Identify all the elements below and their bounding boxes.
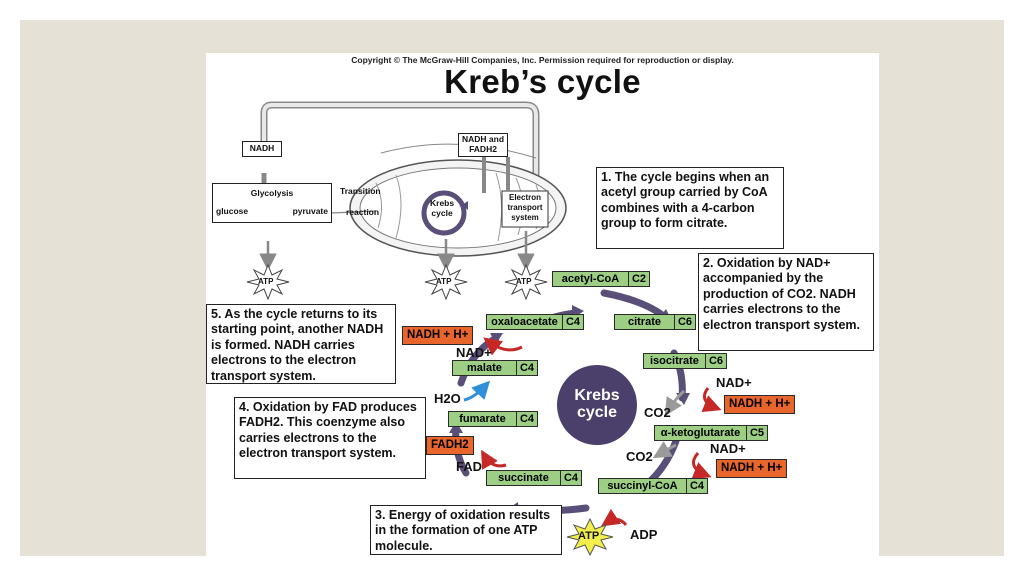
- glucose-label: glucose: [216, 206, 249, 216]
- red-arrow-fadh2: [481, 449, 507, 470]
- note-step-3: 3. Energy of oxidation results in the fo…: [370, 505, 562, 555]
- mitochondrion-illustration: [349, 143, 567, 257]
- nadh-h-box-right-2: NADH + H+: [716, 459, 788, 478]
- atp-label-krebs: ATP: [436, 277, 452, 286]
- nad-label-right-1: NAD+: [716, 375, 752, 390]
- atp-burst-yellow: [566, 517, 614, 557]
- co2-label-1: CO2: [644, 405, 671, 420]
- co2-label-2: CO2: [626, 449, 653, 464]
- nadh-h-box-left: NADH + H+: [402, 326, 474, 345]
- red-arrow-nadh-2: [691, 452, 712, 479]
- reaction-label: reaction: [346, 207, 380, 217]
- note-step-1: 1. The cycle begins when an acetyl group…: [596, 167, 784, 249]
- nadh-h-box-right-1: NADH + H+: [724, 395, 796, 414]
- atp-burst-glycolysis: [246, 263, 290, 301]
- h2o-label: H2O: [434, 391, 461, 406]
- note-step-2: 2. Oxidation by NAD+ accompanied by the …: [698, 253, 874, 351]
- krebs-cycle-center: [557, 365, 637, 445]
- glycolysis-label: Glycolysis: [250, 188, 294, 198]
- co2-arrow-2: [652, 441, 677, 459]
- transition-label: Transition: [340, 186, 381, 196]
- atp-burst-krebs: [424, 263, 468, 301]
- copyright-notice: Copyright © The McGraw-Hill Companies, I…: [351, 55, 734, 65]
- nad-label-left: NAD+: [456, 345, 492, 360]
- red-arrow-adp: [601, 508, 628, 527]
- atp-label-etc: ATP: [516, 277, 532, 286]
- note-step-4: 4. Oxidation by FAD produces FADH2. This…: [234, 397, 426, 479]
- nadh-box: NADH: [242, 141, 282, 157]
- nad-label-right-2: NAD+: [710, 441, 746, 456]
- pyruvate-label: pyruvate: [292, 206, 328, 216]
- atp-label-glycolysis: ATP: [258, 277, 274, 286]
- slide: Copyright © The McGraw-Hill Companies, I…: [206, 53, 879, 557]
- fadh2-box: FADH2: [426, 436, 474, 455]
- red-arrow-nadh-3: [483, 337, 523, 356]
- slide-frame: Copyright © The McGraw-Hill Companies, I…: [20, 20, 1004, 557]
- glycolysis-box: Glycolysis glucose pyruvate: [212, 183, 332, 223]
- note-step-5: 5. As the cycle returns to its starting …: [206, 304, 396, 384]
- page-title: Kreb’s cycle: [444, 63, 641, 100]
- adp-label: ADP: [630, 527, 658, 542]
- atp-burst-etc: [504, 263, 548, 301]
- h2o-arrow: [463, 380, 491, 402]
- nadh-fadh2-box: NADH and FADH2: [458, 133, 508, 157]
- fad-label: FAD: [456, 459, 482, 474]
- red-arrow-nadh-1: [701, 387, 722, 413]
- co2-arrow-1: [664, 389, 686, 417]
- atp-label-yellow: ATP: [578, 530, 600, 542]
